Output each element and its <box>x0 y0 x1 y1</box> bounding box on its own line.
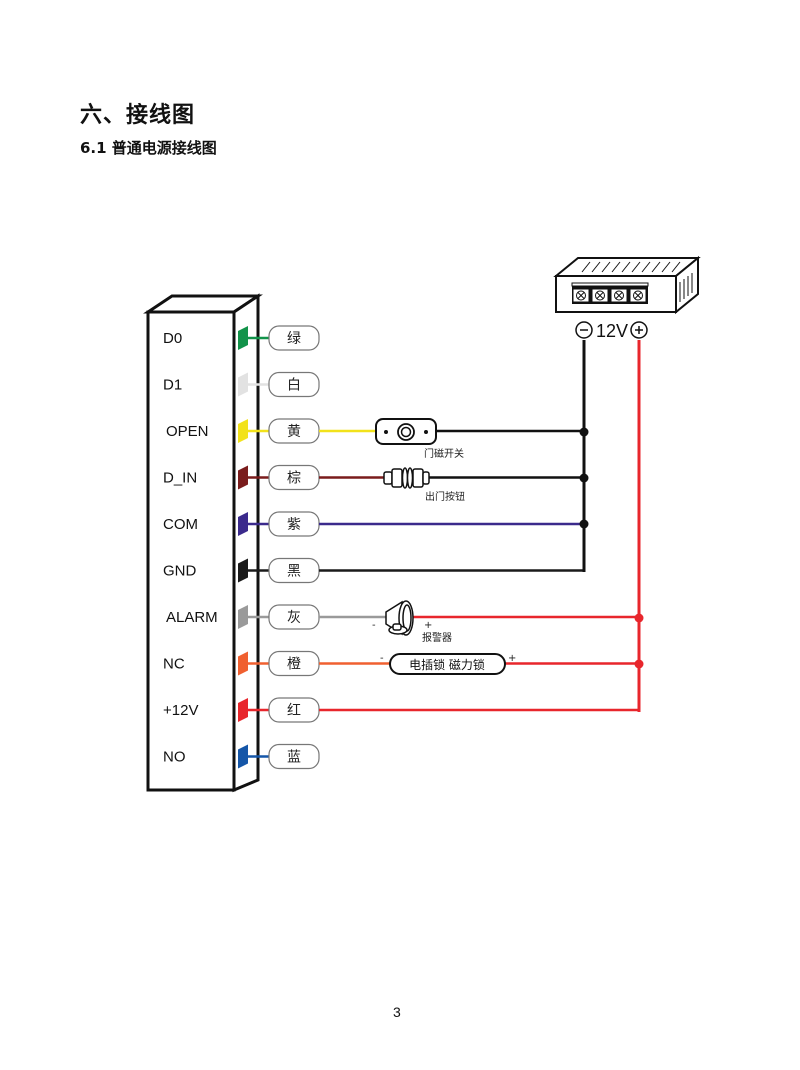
door-contact-device: 门磁开关 <box>375 418 464 460</box>
junction-dot-com <box>579 519 589 529</box>
junction-dot-open <box>579 427 589 437</box>
color-tag <box>268 325 320 351</box>
wire-color-tab <box>238 372 248 397</box>
lock-device: 电插锁 磁力锁 <box>389 653 506 675</box>
psu-screw-terminal <box>572 288 590 303</box>
color-tag-label: 棕 <box>287 471 301 487</box>
terminal-row-alarm: ALARM 灰 <box>166 604 639 630</box>
wire-color-tab <box>238 605 248 629</box>
color-tag-label: 橙 <box>287 657 301 673</box>
pin-label: NO <box>163 749 186 766</box>
pin-label: D_IN <box>163 470 197 487</box>
color-tag-label: 紫 <box>287 517 301 533</box>
section-heading: 六、接线图 <box>80 103 196 128</box>
lock-label: 电插锁 磁力锁 <box>409 657 485 672</box>
terminal-row-com: COM 紫 <box>163 511 584 537</box>
psu-negative-terminal <box>575 321 593 339</box>
color-tag-label: 红 <box>287 703 301 719</box>
pin-label: D1 <box>163 377 182 394</box>
exit-button-device <box>383 467 430 489</box>
color-tag-label: 灰 <box>287 610 301 626</box>
terminal-row-d1: D1 白 <box>163 371 320 398</box>
psu-terminal-block <box>572 286 648 304</box>
alarm-label: 报警器 <box>422 631 452 644</box>
pin-label: +12V <box>163 702 198 719</box>
wire-color-tab <box>238 558 248 583</box>
color-tag <box>268 743 320 770</box>
lock-minus: - <box>380 653 384 664</box>
junction-dot-din <box>579 473 589 483</box>
lock-body <box>389 653 506 675</box>
psu-screw-terminal <box>591 288 609 303</box>
lock-plus: + <box>508 653 516 664</box>
pin-label: NC <box>163 656 185 673</box>
terminal-row-gnd: GND 黑 <box>163 557 584 584</box>
pin-label: D0 <box>163 330 182 347</box>
wire-color-tab <box>238 465 248 490</box>
terminal-row-d0: D0 绿 <box>163 325 320 351</box>
color-tag-label: 白 <box>287 378 301 394</box>
wire-color-tab <box>238 326 248 350</box>
controller-front-face <box>146 310 236 792</box>
psu-voltage-label: 12V <box>596 321 628 341</box>
door-contact-label: 门磁开关 <box>424 447 464 460</box>
alarm-minus: - <box>372 620 376 631</box>
psu-side-face <box>675 255 699 315</box>
power-supply: 12V <box>553 255 701 341</box>
pin-label: GND <box>163 563 197 580</box>
wire-color-tab <box>238 419 248 443</box>
pin-label: COM <box>163 516 198 533</box>
page-number: 3 <box>393 1004 401 1020</box>
terminal-row-open: OPEN 黄 <box>166 418 584 444</box>
exit-button-label: 出门按钮 <box>425 490 465 503</box>
psu-vents-side <box>679 273 693 302</box>
color-tag <box>268 371 320 398</box>
psu-positive-terminal <box>630 321 648 339</box>
pin-label: ALARM <box>166 609 218 626</box>
terminal-row-din: D_IN 棕 <box>163 464 584 491</box>
alarm-siren-device <box>385 600 414 636</box>
color-tag-label: 黄 <box>287 423 301 440</box>
wire-color-tab <box>238 512 248 536</box>
alarm-plus: + <box>424 620 432 631</box>
pin-label: OPEN <box>166 423 209 440</box>
junction-dot-alarm <box>634 613 644 623</box>
terminal-row-nc: NC 橙 <box>163 650 639 677</box>
terminal-row-no: NO 蓝 <box>163 743 320 770</box>
color-tag-label: 绿 <box>287 331 301 347</box>
negative-bus <box>579 340 589 572</box>
psu-vents-top <box>581 261 681 273</box>
junction-dot-lock <box>634 659 644 669</box>
terminal-row-12v: +12V 红 <box>163 697 639 723</box>
psu-screw-terminal <box>629 288 647 303</box>
color-tag-label: 蓝 <box>287 750 301 766</box>
wire-color-tab <box>238 651 248 676</box>
psu-screw-terminal <box>610 288 628 303</box>
positive-bus <box>634 340 644 712</box>
subsection-heading: 6.1 普通电源接线图 <box>80 139 217 157</box>
wire-color-tab <box>238 698 248 722</box>
color-tag-label: 黑 <box>287 564 301 580</box>
wire-color-tab <box>238 744 248 769</box>
psu-top-face <box>553 257 701 277</box>
